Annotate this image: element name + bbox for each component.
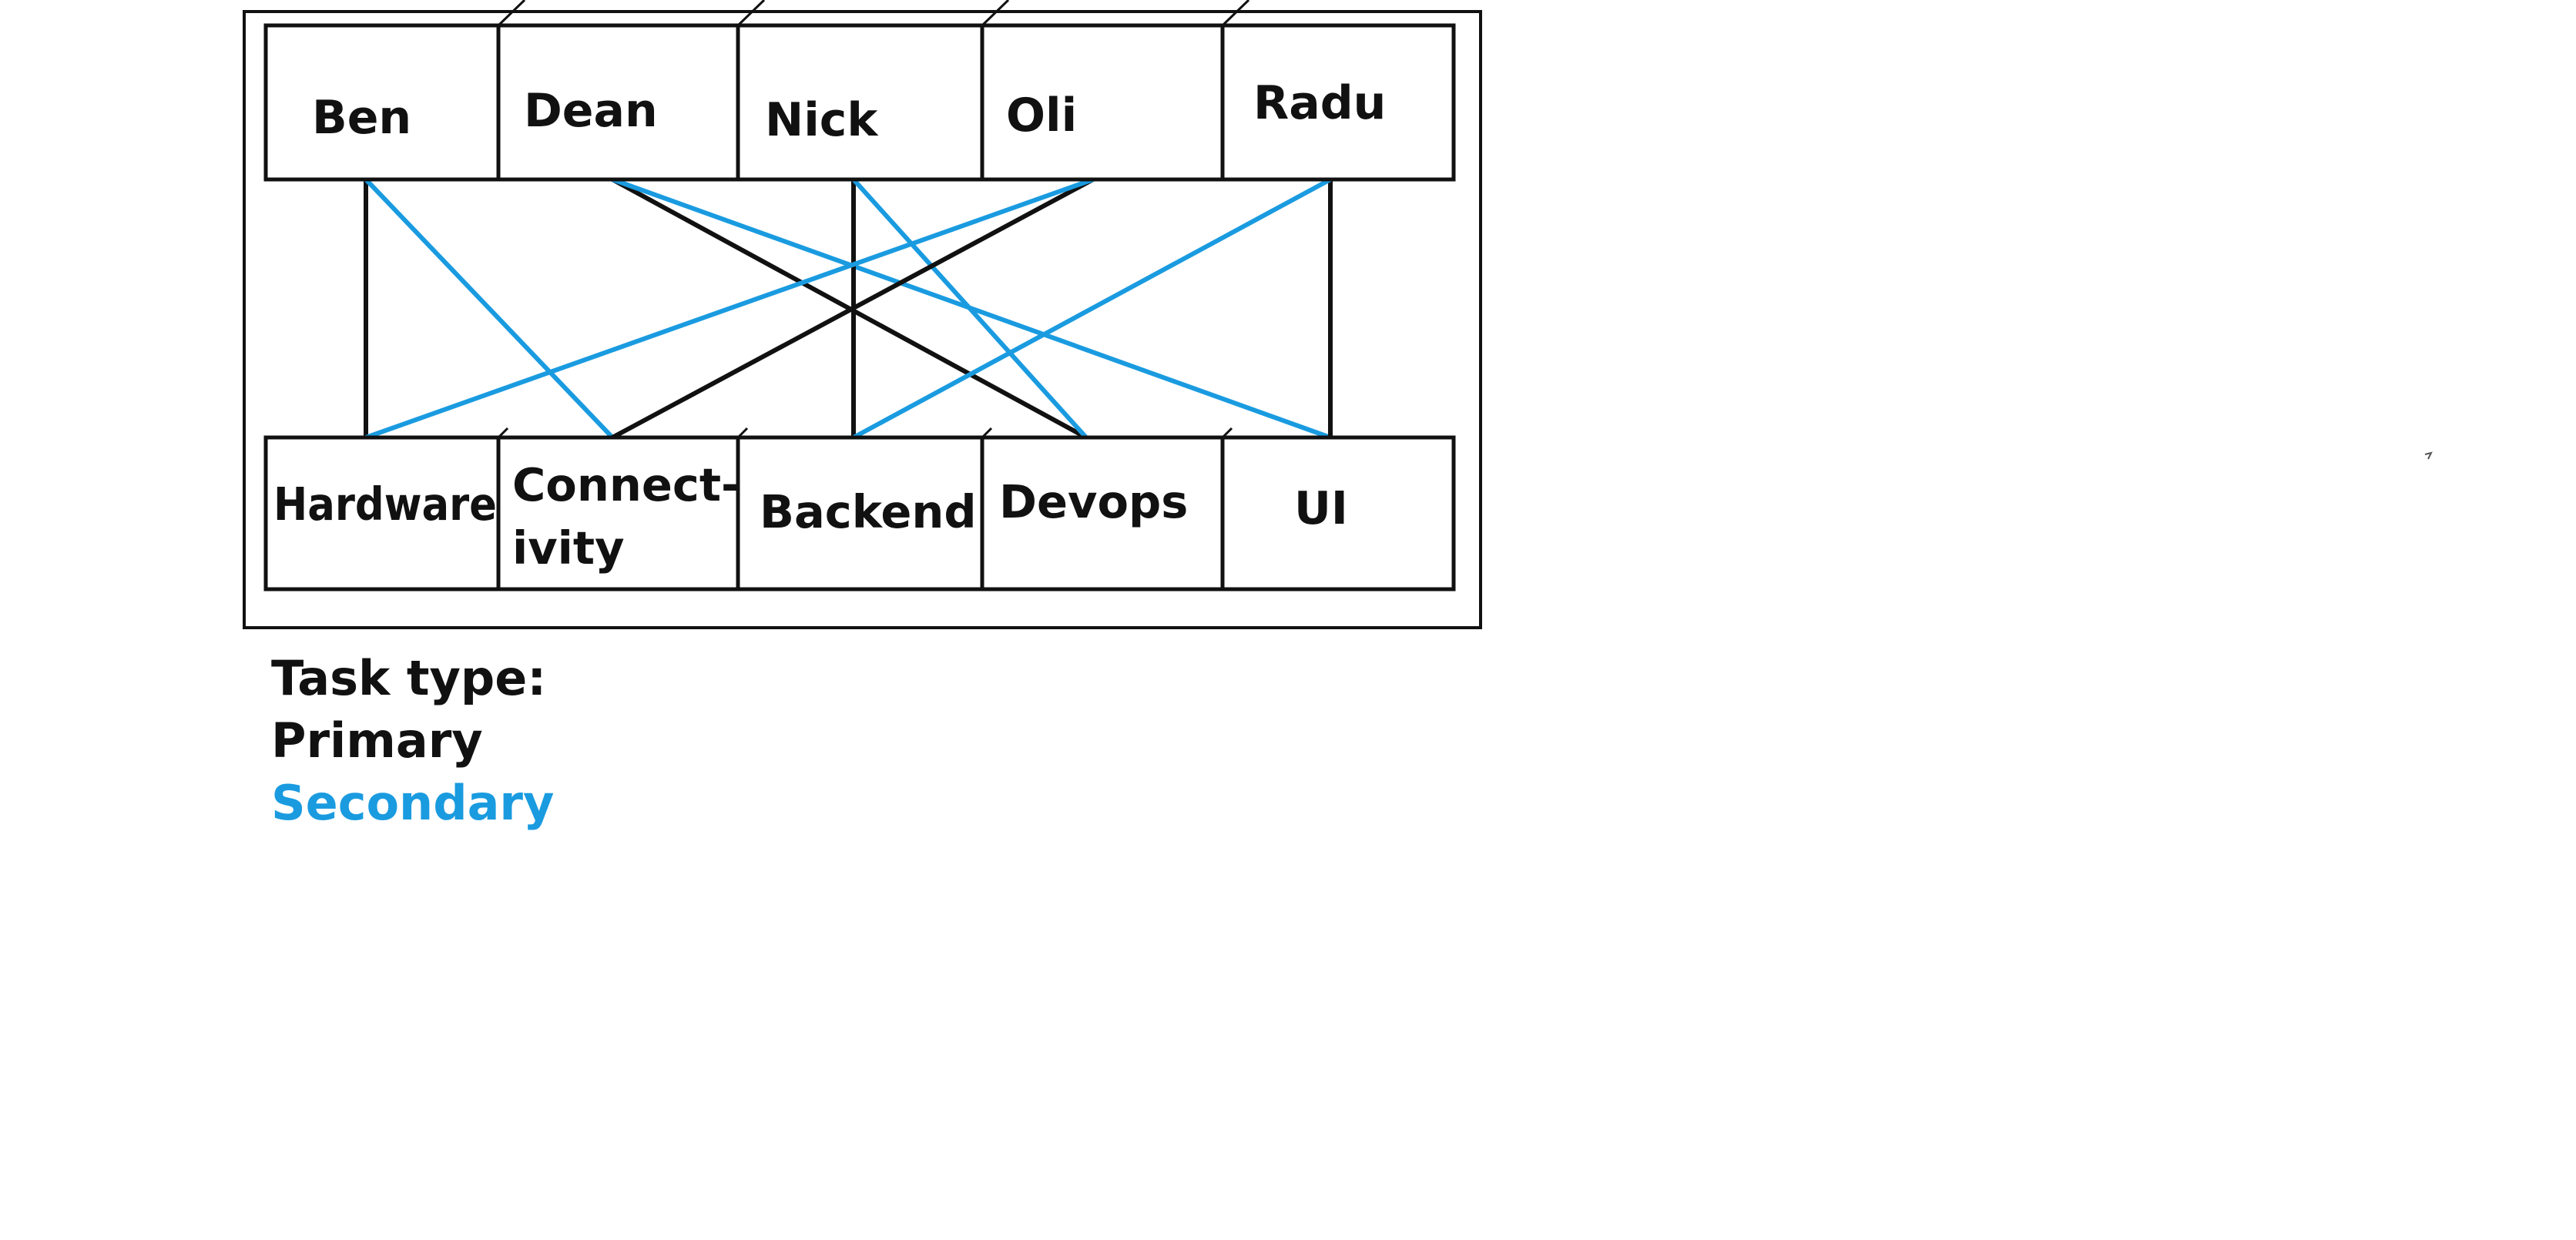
task-label: Hardware [273, 478, 497, 531]
legend-secondary: Secondary [271, 775, 555, 831]
task-box-devops: Devops [980, 435, 1225, 592]
task-row: Hardware Connect-ivity Backend Devops UI [263, 435, 1456, 592]
task-label: UI [1294, 481, 1348, 535]
task-box-connect-ivity: Connect-ivity [496, 435, 740, 592]
nick-devops-secondary-link [851, 177, 1088, 440]
task-label: Connect-ivity [512, 458, 740, 575]
task-label: Devops [999, 475, 1188, 528]
person-box-radu: Radu [1220, 23, 1456, 182]
person-label: Nick [765, 93, 879, 147]
box-stub [1221, 0, 1250, 27]
legend-title: Task type: [271, 650, 547, 706]
oli-connect-ivity-primary-link [610, 177, 1095, 440]
box-stub [497, 0, 526, 27]
person-box-dean: Dean [496, 23, 740, 182]
person-label: Oli [1006, 89, 1077, 142]
top-stubs [497, 0, 1250, 27]
person-label: Radu [1253, 76, 1386, 130]
person-box-nick: Nick [736, 23, 984, 182]
box-stub [736, 0, 766, 27]
person-box-oli: Oli [980, 23, 1225, 182]
legend-primary: Primary [271, 712, 483, 769]
task-label: Backend [760, 485, 977, 538]
assignment-lines [364, 177, 1333, 440]
stray-mark [2424, 451, 2433, 460]
person-row: Ben Dean Nick Oli Radu [263, 23, 1456, 182]
radu-backend-secondary-link [851, 177, 1333, 440]
task-box-ui: UI [1220, 435, 1456, 592]
oli-hardware-secondary-link [364, 177, 1095, 440]
person-label: Ben [312, 91, 411, 145]
box-stub [981, 0, 1010, 27]
task-box-hardware: Hardware [263, 435, 501, 592]
person-box-ben: Ben [263, 23, 501, 182]
task-box-backend: Backend [736, 435, 984, 592]
legend: Task type: Primary Secondary [271, 647, 554, 834]
outer-frame [243, 10, 1482, 629]
person-label: Dean [524, 84, 658, 138]
ben-connect-ivity-secondary-link [364, 177, 615, 440]
